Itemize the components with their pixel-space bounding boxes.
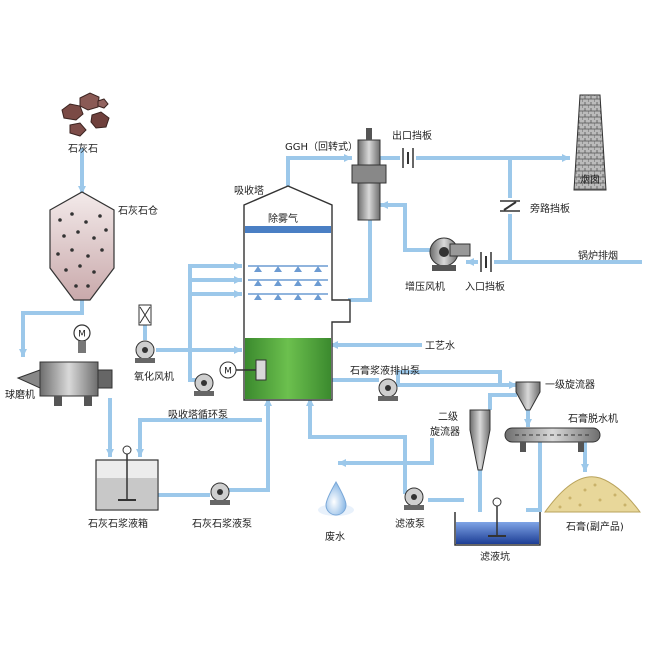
waste-water-drop [318,480,354,516]
label-inlet-damper: 入口挡板 [465,280,505,293]
gypsum-pile [544,476,641,513]
label-boost-fan: 增压风机 [405,280,445,293]
outlet-damper [400,148,416,168]
pipe-dewater-to-pit [526,438,542,512]
gypsum-dewatering-machine [504,427,601,452]
label-oxidation-fan: 氧化风机 [134,370,174,383]
limestone-silo [49,191,115,301]
label-ball-mill: 球磨机 [5,388,35,401]
label-gypsum-dewater: 石膏脱水机 [568,412,618,425]
limestone-slurry-tank [95,445,159,511]
label-filtrate-pump: 滤液泵 [395,517,425,530]
label-bypass-damper: 旁路挡板 [530,202,570,215]
filtrate-pit [454,497,541,546]
label-process-water: 工艺水 [425,340,455,352]
label-primary-cyclone: 一级旋流器 [545,378,595,391]
oxidation-fan [135,304,155,363]
label-limestone: 石灰石 [68,142,98,155]
pipe-filtrate-to-absorber [306,398,407,494]
pipe-network [19,148,642,512]
inlet-damper [478,252,494,272]
gypsum-discharge-pump [378,378,398,401]
label-limestone-silo: 石灰石仓 [118,204,158,217]
bypass-damper [500,198,520,214]
label-outlet-damper: 出口挡板 [392,129,432,142]
primary-cyclone [515,381,541,411]
label-boiler-flue-gas: 锅炉排烟 [578,249,618,262]
label-demister: 除雾气 [268,212,298,225]
label-secondary-cyclone-2: 旋流器 [430,425,460,438]
absorber-circulation-pump [194,373,214,396]
absorber-tower: M [219,185,351,401]
limestone-slurry-pump [210,482,230,505]
pipe-fan-to-ggh [380,201,434,252]
pipe-pump-to-absorber [228,398,272,492]
limestone-rocks [61,92,110,137]
label-filtrate-pit: 滤液坑 [480,550,510,563]
pipe-cyclone-overflow [488,393,517,410]
pipe-return-to-tank [136,418,262,457]
pipe-ggh-to-absorber-side [348,213,372,302]
label-absorber: 吸收塔 [234,184,264,197]
label-waste-water: 废水 [325,530,345,543]
label-limestone-slurry-pump: 石灰石浆液泵 [192,517,252,530]
secondary-cyclone [469,409,491,471]
label-secondary-cyclone-1: 二级 [438,411,458,423]
label-absorber-circulation-pump: 吸收塔循环泵 [168,408,228,421]
label-limestone-slurry-tank: 石灰石浆液箱 [88,517,148,530]
motor-label-agitator: M [224,367,232,377]
label-gypsum-product: 石膏(副产品) [566,520,624,533]
chimney [573,94,607,191]
ggh-heat-exchanger [351,128,387,221]
ball-mill: M [16,324,113,406]
label-chimney: 烟囱 [580,173,600,186]
motor-label-mill: M [78,330,86,340]
filtrate-pump [404,487,424,510]
label-ggh: GGH（回转式） [285,140,358,153]
pipe-silo-to-mill [19,298,84,357]
label-gypsum-discharge-pump: 石膏浆液排出泵 [350,364,420,377]
demister-layer [245,226,331,233]
pipe-gypsum-bypass [396,370,502,387]
boost-fan [429,237,471,271]
